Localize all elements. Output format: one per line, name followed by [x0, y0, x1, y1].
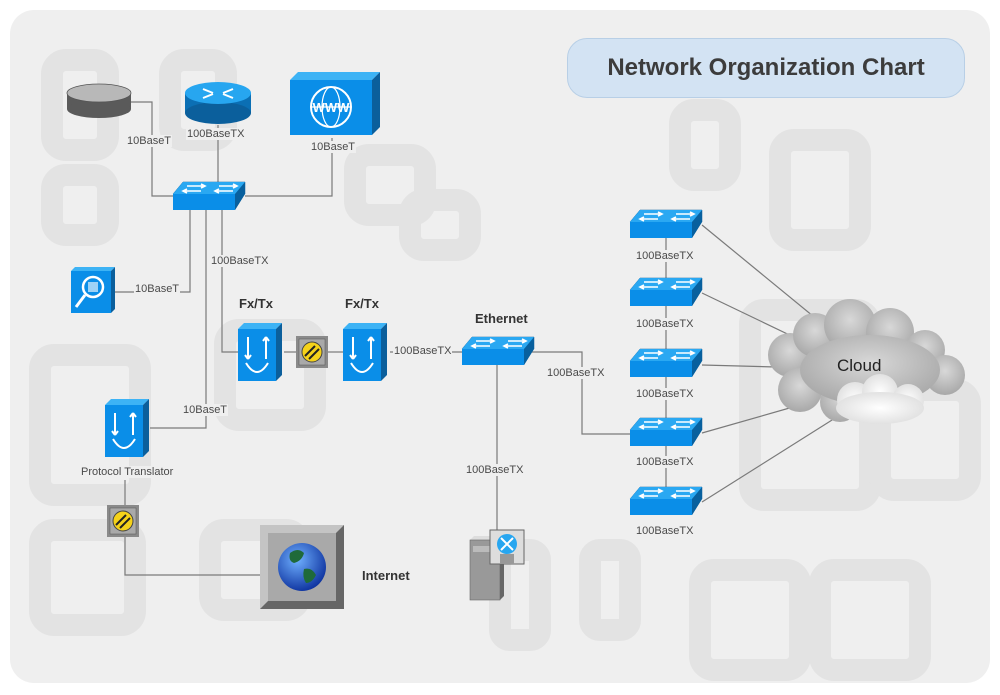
disk-storage-icon[interactable]: [66, 83, 132, 118]
fxtx-left-icon[interactable]: [237, 322, 283, 382]
link-access1-cloud: [701, 224, 831, 331]
access-switch-1-icon[interactable]: [629, 209, 703, 239]
router-icon[interactable]: [185, 82, 251, 124]
fxtx-left-label: Fx/Tx: [239, 296, 273, 311]
cloud-label: Cloud: [837, 356, 882, 375]
internet-globe-icon[interactable]: [260, 525, 344, 609]
internet-label: Internet: [362, 568, 410, 583]
protocol-translator-label: Protocol Translator: [80, 466, 175, 478]
link-label-ethernet-access: 100BaseTX: [546, 367, 606, 379]
link-label-translator-switch: 10BaseT: [182, 404, 229, 416]
access-switch-2-label: 100BaseTX: [635, 318, 695, 330]
access-switch-3-label: 100BaseTX: [635, 388, 695, 400]
network-analyzer-icon[interactable]: [71, 267, 115, 313]
protocol-translator-icon[interactable]: [104, 398, 150, 458]
access-switch-4-icon[interactable]: [629, 417, 703, 447]
link-label-disk-switch: 10BaseT: [126, 135, 173, 147]
router-label: 100BaseTX: [186, 128, 246, 140]
link-label-switch-fxtx: 100BaseTX: [210, 255, 270, 267]
title-banner: Network Organization Chart: [567, 38, 965, 98]
access-switch-2-icon[interactable]: [629, 277, 703, 307]
monitor-label: 10BaseT: [134, 283, 181, 295]
core-switch-icon[interactable]: [172, 181, 246, 211]
cloud-icon[interactable]: [768, 299, 965, 424]
diagram-canvas: WWW: [10, 10, 990, 683]
bridge-bottom-icon[interactable]: [106, 504, 140, 538]
ethernet-label: Ethernet: [475, 311, 528, 326]
www-text: WWW: [313, 100, 351, 115]
ethernet-switch-icon[interactable]: [461, 336, 535, 366]
link-label-fxtx-ethernet: 100BaseTX: [393, 345, 453, 357]
bridge-icon[interactable]: [295, 335, 329, 369]
access-switch-5-icon[interactable]: [629, 486, 703, 516]
access-switch-4-label: 100BaseTX: [635, 456, 695, 468]
fxtx-right-icon[interactable]: [342, 322, 388, 382]
link-translator-switch: [150, 210, 207, 429]
link-ethernet-access: [532, 351, 630, 435]
link-access3-cloud: [701, 364, 777, 368]
link-access4-cloud: [701, 404, 801, 434]
access-switch-1-label: 100BaseTX: [635, 250, 695, 262]
access-switch-5-label: 100BaseTX: [635, 525, 695, 537]
devices: WWW: [66, 72, 965, 609]
link-bridge-internet: [124, 537, 260, 576]
link-disk-switch: [130, 101, 175, 197]
web-server-label: 10BaseT: [310, 141, 357, 153]
link-label-ethernet-server: 100BaseTX: [465, 464, 525, 476]
web-server-icon[interactable]: WWW: [290, 72, 380, 135]
link-web-switch: [245, 138, 333, 197]
access-switch-3-icon[interactable]: [629, 348, 703, 378]
link-access2-cloud: [701, 292, 801, 341]
server-icon[interactable]: [469, 529, 525, 601]
link-access5-cloud: [701, 414, 841, 503]
fxtx-right-label: Fx/Tx: [345, 296, 379, 311]
connection-lines: [115, 101, 841, 576]
page-title: Network Organization Chart: [607, 54, 925, 81]
